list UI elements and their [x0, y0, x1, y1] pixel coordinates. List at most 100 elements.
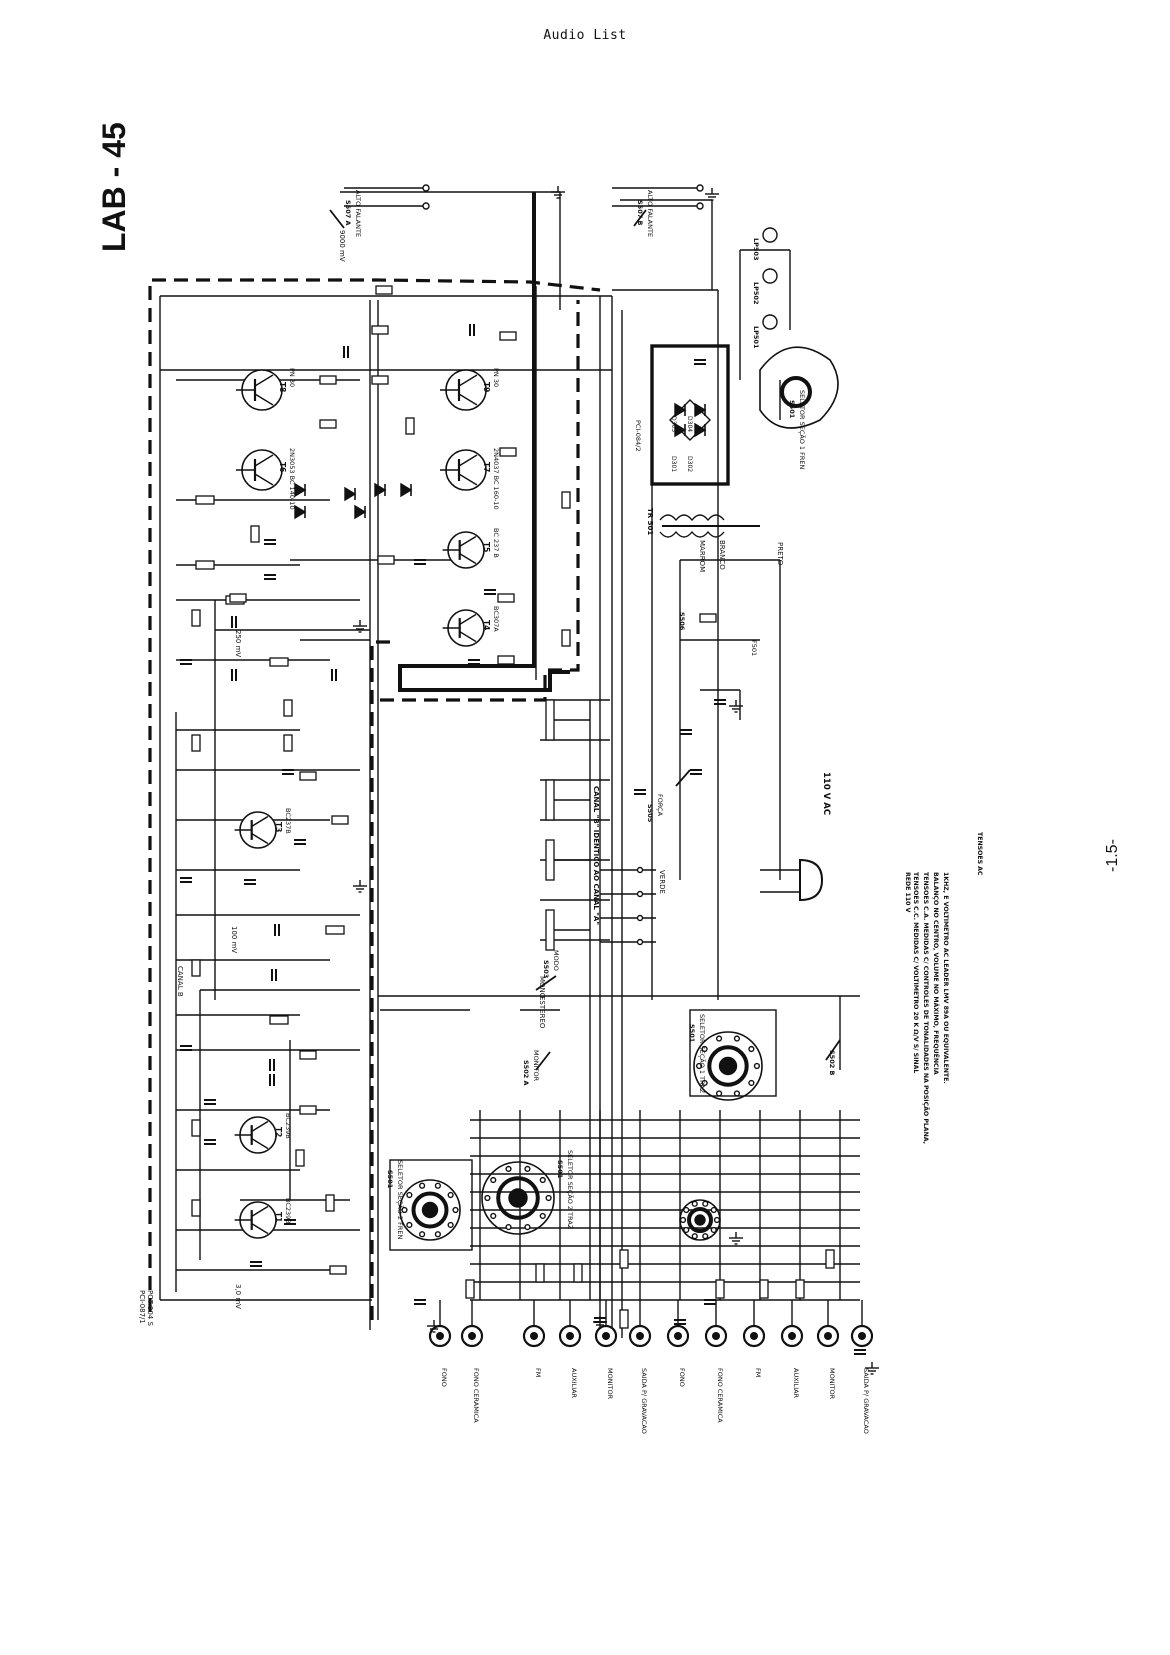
- rectifier-diode-label: D302: [686, 456, 693, 472]
- selector-contact: [715, 1035, 723, 1042]
- input-jack-icon: [704, 1324, 728, 1348]
- jack-center: [824, 1332, 832, 1340]
- selector-contact: [505, 1165, 512, 1172]
- transistor-label: T3: [274, 822, 283, 832]
- selector-hub: [694, 1214, 706, 1226]
- diode-triangle: [294, 504, 307, 520]
- transistor-collector: [251, 1205, 269, 1217]
- input-jack-icon: [558, 1324, 582, 1348]
- resistor: [269, 1015, 289, 1025]
- rectifier-diode: [674, 402, 687, 418]
- capacitor: [484, 589, 496, 595]
- capacitor: [180, 659, 192, 665]
- input-jack-icon: [780, 1324, 804, 1348]
- capacitor: [694, 359, 706, 365]
- diode-triangle: [400, 482, 413, 498]
- transistor-t7: [440, 449, 487, 491]
- jack-center: [788, 1332, 796, 1340]
- switch-lever: [329, 209, 345, 229]
- switch-id-label: S501: [788, 400, 796, 419]
- switch-lever: [535, 1051, 551, 1071]
- transformer-winding: [659, 530, 725, 538]
- resistor: [497, 593, 515, 603]
- selector-contact: [701, 1079, 708, 1087]
- capacitor: [264, 574, 276, 580]
- jack-center: [468, 1332, 476, 1340]
- capacitor: [204, 1099, 216, 1105]
- mains-voltage-label: 110 V AC: [821, 772, 831, 815]
- switch-id-label: S502 B: [828, 1050, 836, 1076]
- selector-contact: [748, 1045, 755, 1053]
- input-jack-label: FONO: [440, 1368, 448, 1387]
- speaker-terminal: [422, 202, 430, 210]
- measurement-note: TENSOES C.A. MEDIDAS C/ CONTROLES DE TON…: [922, 872, 931, 1144]
- switch-function-label: FORÇA: [656, 794, 664, 817]
- switch-lever: [675, 769, 691, 787]
- measurement-note: BALANÇO NO CENTRO, VOLUME NO MÁXIMO, FRE…: [932, 872, 941, 1075]
- resistor: [325, 925, 345, 935]
- transistor-type-label: PN 30: [288, 368, 296, 387]
- transistor-emitter: [459, 631, 477, 643]
- selector-contact: [401, 1206, 408, 1214]
- resistor: [405, 417, 415, 435]
- selector-contact: [710, 1206, 717, 1214]
- schematic-note-label: 100 mV: [230, 926, 238, 953]
- switch-function-label: ALTO FALANTE: [354, 190, 362, 237]
- selector-contact: [447, 1191, 454, 1199]
- schematic-note-label: MONO: [538, 976, 546, 999]
- resistor: [371, 375, 389, 385]
- capacitor: [180, 877, 192, 883]
- transistor-collector: [458, 374, 478, 387]
- switch-function-label: SELETOR SEÇÃO 2 FREN: [396, 1160, 405, 1239]
- selector-hub: [421, 1201, 439, 1219]
- switch-id-label: S501: [688, 1024, 696, 1043]
- resistor: [499, 331, 517, 341]
- transistor-emitter: [459, 553, 477, 565]
- measurement-note: 1KHZ, E VOLTIMETRO AC LEADER LMV 89A OU …: [942, 872, 949, 1084]
- selector-contact: [539, 1176, 546, 1184]
- resistor: [295, 1149, 305, 1167]
- transistor-t5: [442, 531, 485, 569]
- switch-id-label: S505: [646, 804, 654, 823]
- transistor-t3: [234, 811, 277, 849]
- terminal-dot: [636, 938, 644, 946]
- switch-id-label: S501: [386, 1170, 394, 1189]
- diode-symbol: [294, 482, 307, 498]
- resistor: [195, 495, 215, 505]
- resistor: [191, 1119, 201, 1137]
- resistor: [497, 655, 515, 665]
- capacitor: [704, 1299, 716, 1305]
- resistor: [269, 657, 289, 667]
- input-jack-label: SAIDA P/ GRAVACAO: [640, 1368, 648, 1434]
- selector-contact: [406, 1221, 413, 1229]
- schematic-note-label: 3,0 mV: [234, 1284, 242, 1309]
- selector-hub: [508, 1188, 528, 1208]
- switch-function-label: SELETOR SEÇÃO 2 TRAZ: [566, 1150, 575, 1230]
- ground-icon: [353, 620, 367, 633]
- resistor: [371, 325, 389, 335]
- rotary-selector-icon: [759, 346, 839, 429]
- jack-center: [602, 1332, 610, 1340]
- resistor: [561, 629, 571, 647]
- schematic-note-label: VERDE: [658, 870, 666, 894]
- transistor-t8: [236, 369, 283, 411]
- rectifier-diode: [694, 422, 707, 438]
- capacitor: [282, 769, 294, 775]
- schematic-note-label: 250 mV: [234, 630, 242, 657]
- resistor: [499, 447, 517, 457]
- selector-contact: [713, 1216, 721, 1224]
- transistor-label: T4: [482, 620, 491, 630]
- schematic-note-label: ESTEREO: [538, 996, 546, 1029]
- capacitor: [343, 346, 349, 358]
- selector-contact: [505, 1224, 512, 1231]
- switch-lever: [633, 209, 647, 227]
- resistor: [250, 525, 260, 543]
- schematic-note-label: PCI-087/1: [138, 1290, 146, 1324]
- selector-contact: [447, 1221, 454, 1229]
- input-jack-label: SAIDA P/ GRAVACAO: [862, 1368, 870, 1434]
- resistor: [573, 1263, 583, 1283]
- selector-contact: [702, 1200, 709, 1207]
- capacitor: [854, 1349, 866, 1355]
- resistor: [229, 593, 247, 603]
- transistor-emitter: [254, 473, 274, 486]
